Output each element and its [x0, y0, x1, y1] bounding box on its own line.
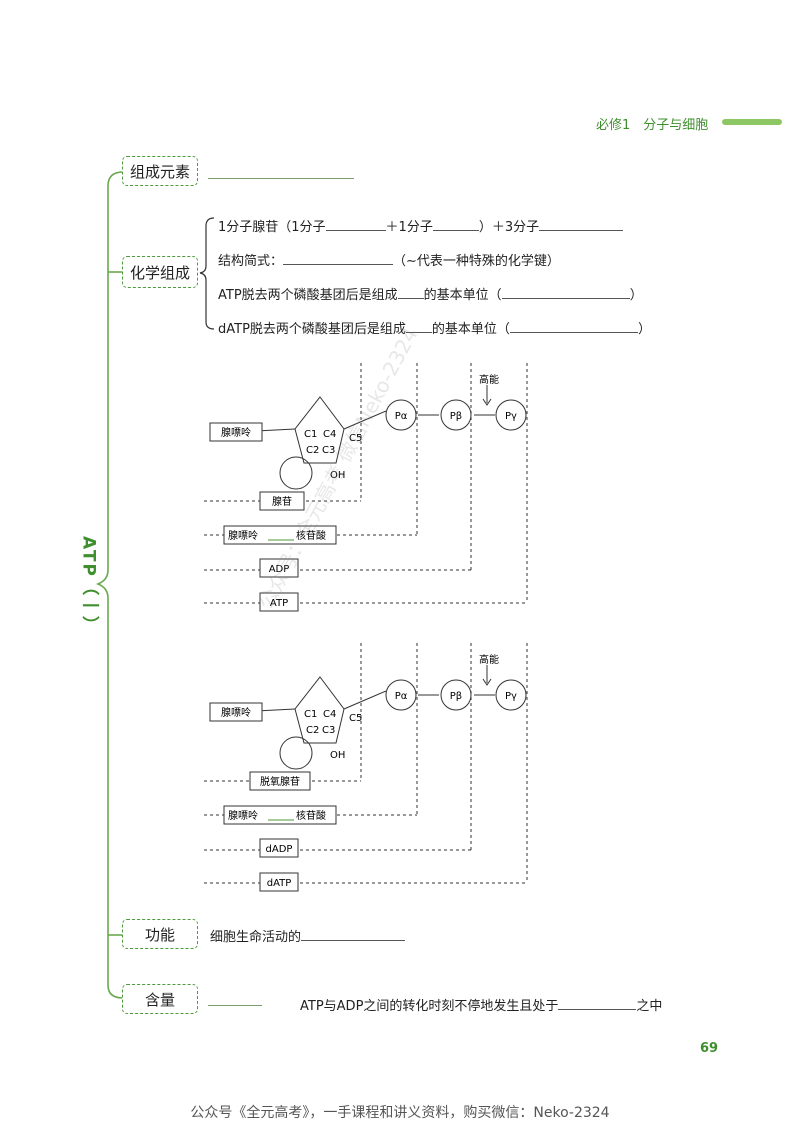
carbon-c4: C4	[323, 429, 336, 440]
composition-label: 化学组成	[122, 256, 198, 288]
nucleotide-suffix-2: 核苷酸	[296, 809, 326, 822]
phosphate-gamma-2: Pγ	[505, 691, 517, 702]
base-label-2: 腺嘌呤	[221, 706, 251, 719]
running-header: 必修1 分子与细胞	[596, 118, 709, 133]
phosphate-beta-2: Pβ	[450, 691, 462, 702]
composition-line-2: 结构简式：（∼代表一种特殊的化学键）	[218, 254, 560, 269]
content-text: ATP与ADP之间的转化时刻不停地发生且处于之中	[300, 999, 663, 1014]
nucleotide-suffix: 核苷酸	[296, 529, 326, 542]
carbon-c3-2: C3	[322, 725, 335, 736]
oh-label: OH	[330, 470, 345, 481]
page-number: 69	[700, 1041, 719, 1056]
base-label: 腺嘌呤	[221, 426, 251, 439]
function-label: 功能	[122, 919, 198, 949]
carbon-c4-2: C4	[323, 709, 336, 720]
footer-note: 公众号《全元高考》，一手课程和讲义资料，购买微信：Neko-2324	[190, 1105, 610, 1121]
composition-line-4: dATP脱去两个磷酸基团后是组成的基本单位（）	[218, 322, 651, 337]
deoxyadenosine-label: 脱氧腺苷	[260, 775, 300, 788]
carbon-c1-2: C1	[304, 709, 317, 720]
nucleotide-prefix-2: 腺嘌呤	[228, 809, 258, 822]
content-blank-1	[208, 1005, 262, 1006]
carbon-c3: C3	[322, 445, 335, 456]
carbon-c5: C5	[349, 433, 362, 444]
main-title: ATP（一）	[78, 535, 99, 635]
phosphate-beta: Pβ	[450, 411, 462, 422]
phosphate-gamma: Pγ	[505, 411, 517, 422]
phosphate-alpha: Pα	[395, 411, 408, 422]
carbon-c2-2: C2	[306, 725, 319, 736]
adenosine-label: 腺苷	[272, 495, 292, 508]
adp-label: ADP	[269, 564, 290, 575]
content-label: 含量	[122, 984, 198, 1014]
dadp-label: dADP	[266, 844, 293, 855]
oh-label-2: OH	[330, 750, 345, 761]
header-accent-bar	[722, 119, 782, 125]
atp-diagram: 腺嘌呤 C1 C2 C3 C4 C5 OH 高能 Pα Pβ Pγ 腺苷 腺嘌呤…	[204, 363, 528, 612]
datp-diagram: 腺嘌呤 C1 C2 C3 C4 C5 OH 高能 Pα Pβ Pγ 脱氧腺苷 腺…	[204, 643, 528, 892]
composition-line-3: ATP脱去两个磷酸基团后是组成的基本单位（）	[218, 288, 643, 303]
phosphate-alpha-2: Pα	[395, 691, 408, 702]
nucleotide-prefix: 腺嘌呤	[228, 529, 258, 542]
elements-label: 组成元素	[122, 156, 198, 186]
high-energy-label-2: 高能	[479, 653, 499, 666]
carbon-c2: C2	[306, 445, 319, 456]
high-energy-label: 高能	[479, 373, 499, 386]
function-text: 细胞生命活动的	[210, 926, 406, 945]
carbon-c1: C1	[304, 429, 317, 440]
atp-label: ATP	[270, 598, 288, 609]
carbon-c5-2: C5	[349, 713, 362, 724]
composition-line-1: 1分子腺苷（1分子＋1分子）＋3分子	[218, 216, 624, 235]
datp-label: dATP	[267, 878, 292, 889]
elements-blank	[208, 178, 354, 179]
